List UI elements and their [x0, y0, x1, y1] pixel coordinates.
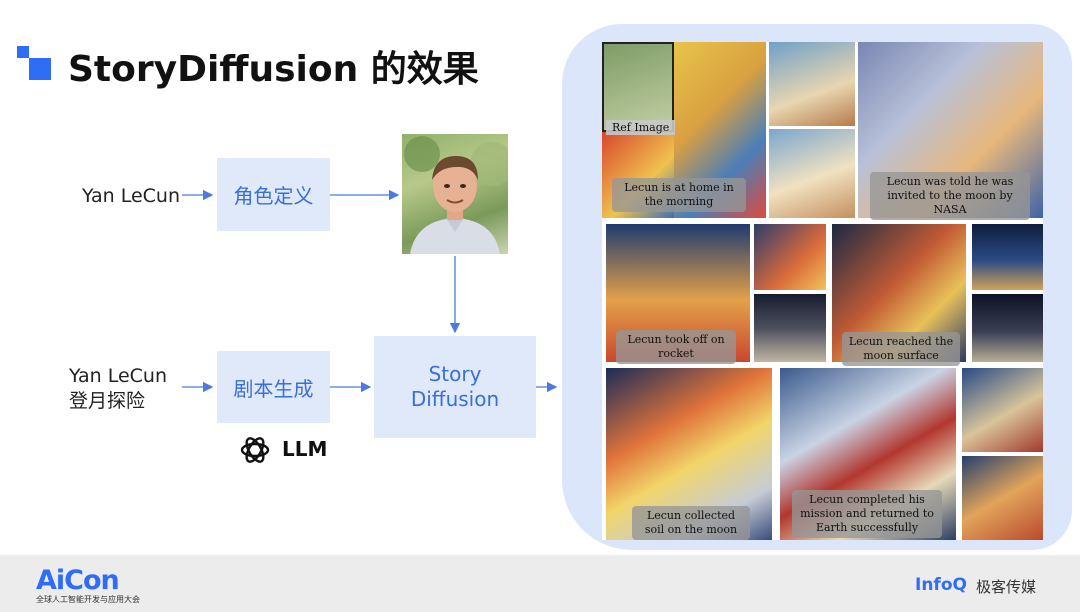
- input-story-line1: Yan LeCun: [69, 365, 168, 387]
- caption-return: Lecun completed his mission and returned…: [792, 490, 942, 538]
- openai-logo-icon: [240, 437, 270, 463]
- tile-helmet-closeup: [754, 224, 826, 290]
- caption-moon-surface: Lecun reached the moon surface: [842, 332, 960, 366]
- tile-wave-1: [962, 368, 1043, 452]
- ref-image-label: Ref Image: [606, 120, 676, 135]
- llm-label: LLM: [282, 437, 328, 461]
- aicon-subtitle: 全球人工智能开发与应用大会: [36, 595, 140, 604]
- input-story-line2: 登月探险: [69, 390, 146, 412]
- tile-wave-2: [962, 456, 1043, 540]
- caption-soil: Lecun collected soil on the moon: [632, 506, 750, 540]
- box-story-diffusion: Story Diffusion: [374, 336, 536, 438]
- aicon-logo: AiCon: [36, 565, 120, 596]
- caption-rocket: Lecun took off on rocket: [616, 330, 736, 364]
- title-logo-icon: [17, 46, 51, 80]
- character-photo: [402, 134, 508, 254]
- input-character-name: Yan LeCun: [82, 185, 181, 207]
- caption-home-morning: Lecun is at home in the morning: [612, 178, 746, 212]
- tile-moon-horizon-2: [972, 294, 1043, 362]
- box-script-generation: 剧本生成: [217, 351, 330, 423]
- caption-phone-call: Lecun was told he was invited to the moo…: [870, 172, 1030, 220]
- box-model-line1: Story: [428, 362, 482, 386]
- box-character-label: 角色定义: [233, 184, 314, 208]
- tile-breakfast-2: [769, 42, 855, 126]
- tile-moon-crater: [754, 294, 826, 362]
- partner-cn-name: 极客传媒: [976, 578, 1037, 596]
- tile-breakfast-3: [769, 129, 855, 218]
- box-script-label: 剧本生成: [233, 376, 314, 401]
- story-grid: Ref Image Lecun is at home in the mornin…: [602, 42, 1043, 540]
- footer-bar: [0, 555, 1080, 612]
- box-model-line2: Diffusion: [410, 387, 500, 411]
- infoq-logo: InfoQ: [915, 575, 967, 595]
- page-title: StoryDiffusion 的效果: [68, 49, 479, 90]
- box-character-definition: 角色定义: [217, 158, 330, 231]
- tile-moon-horizon-1: [972, 224, 1043, 290]
- input-story-prompt: Yan LeCun 登月探险: [69, 364, 167, 414]
- tile-ref-image: [602, 42, 674, 132]
